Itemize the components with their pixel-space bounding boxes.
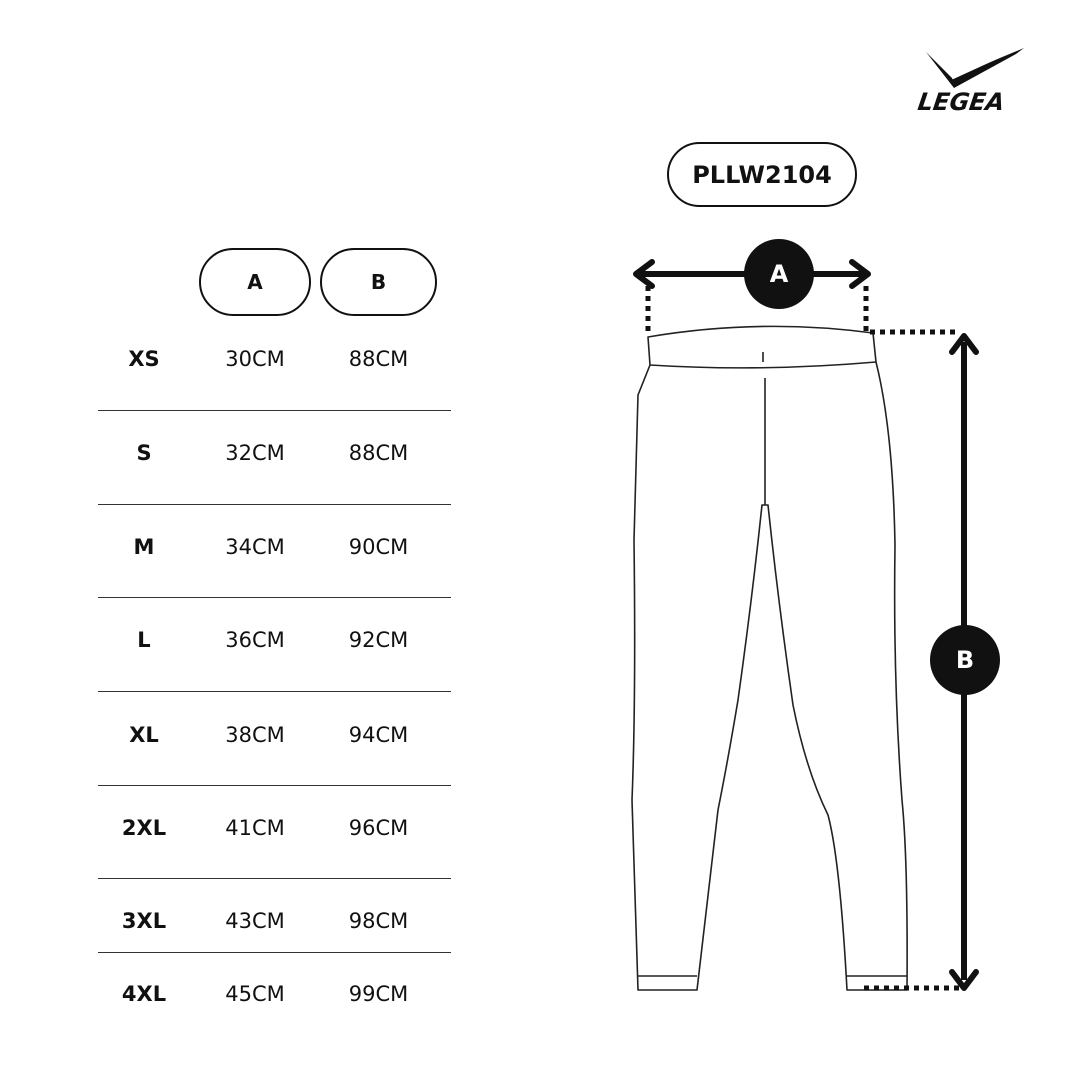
- row-divider: [98, 878, 451, 879]
- measure-a-value: 41CM: [225, 816, 285, 840]
- table-row: S 32CM 88CM: [98, 441, 451, 471]
- measure-a-value: 45CM: [225, 982, 285, 1006]
- measure-a-value: 43CM: [225, 909, 285, 933]
- size-label: L: [137, 628, 151, 652]
- row-divider: [98, 952, 451, 953]
- measure-b-value: 99CM: [348, 982, 409, 1006]
- measure-a-value: 30CM: [225, 347, 285, 371]
- size-label: 3XL: [121, 909, 167, 933]
- row-divider: [98, 785, 451, 786]
- marker-b-label: B: [956, 646, 974, 674]
- row-divider: [98, 597, 451, 598]
- column-header-b: B: [320, 248, 437, 316]
- row-divider: [98, 410, 451, 411]
- measure-a-value: 34CM: [225, 535, 285, 559]
- size-label: XL: [129, 723, 159, 747]
- row-divider: [98, 691, 451, 692]
- measure-b-value: 90CM: [348, 535, 409, 559]
- size-label: 4XL: [121, 982, 167, 1006]
- legea-logo-icon: [926, 48, 1024, 88]
- row-divider: [98, 504, 451, 505]
- measure-b-value: 92CM: [348, 628, 409, 652]
- measure-b-value: 98CM: [348, 909, 409, 933]
- table-row: L 36CM 92CM: [98, 628, 451, 658]
- measure-a-value: 38CM: [225, 723, 285, 747]
- table-row: M 34CM 90CM: [98, 535, 451, 565]
- leggings-outline-icon: [631, 325, 908, 991]
- marker-a-circle: [744, 239, 814, 309]
- product-code-badge: PLLW2104: [667, 142, 857, 207]
- size-label: XS: [128, 347, 160, 371]
- table-row: XL 38CM 94CM: [98, 723, 451, 753]
- size-label: 2XL: [121, 816, 167, 840]
- size-label: S: [136, 441, 152, 465]
- measure-a-value: 32CM: [225, 441, 285, 465]
- table-row: 4XL 45CM 99CM: [98, 982, 451, 1012]
- marker-a-label: A: [770, 260, 789, 288]
- measure-b-value: 88CM: [348, 441, 409, 465]
- table-row: 3XL 43CM 98CM: [98, 909, 451, 939]
- measure-b-value: 96CM: [348, 816, 409, 840]
- size-label: M: [133, 535, 155, 559]
- marker-b-circle: [930, 625, 1000, 695]
- measure-a-value: 36CM: [225, 628, 285, 652]
- table-row: XS 30CM 88CM: [98, 347, 451, 377]
- measure-b-value: 94CM: [348, 723, 409, 747]
- measure-b-value: 88CM: [348, 347, 409, 371]
- column-header-a: A: [199, 248, 311, 316]
- table-row: 2XL 41CM 96CM: [98, 816, 451, 846]
